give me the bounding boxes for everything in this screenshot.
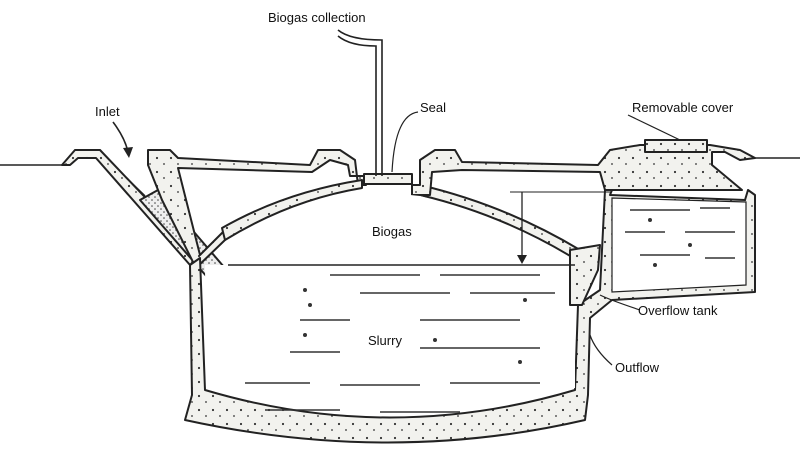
overflow-tank-leader xyxy=(599,294,641,311)
label-outflow: Outflow xyxy=(615,360,660,375)
label-removable-cover: Removable cover xyxy=(632,100,734,115)
overflow-tank-interior xyxy=(611,197,747,293)
outflow-leader xyxy=(589,334,613,366)
slurry-marks xyxy=(245,207,735,413)
inlet-arrow xyxy=(112,121,129,153)
cover-leader xyxy=(627,114,681,141)
left-top-slab xyxy=(147,149,367,269)
label-seal: Seal xyxy=(420,100,446,115)
biogas-collection-pipe xyxy=(337,29,383,176)
label-slurry: Slurry xyxy=(368,333,402,348)
digester-interior xyxy=(205,265,575,414)
arrow-head xyxy=(517,255,527,264)
slurry-dots xyxy=(303,218,692,364)
label-biogas-collection: Biogas collection xyxy=(268,10,366,25)
gas-space xyxy=(228,190,575,262)
displacement-baffle xyxy=(569,244,601,306)
dome-left xyxy=(221,179,363,241)
seal xyxy=(363,173,413,185)
seal-leader xyxy=(391,111,419,173)
label-overflow-tank: Overflow tank xyxy=(638,303,718,318)
removable-cover xyxy=(644,139,708,153)
label-inlet: Inlet xyxy=(95,104,120,119)
right-top-slab xyxy=(411,144,756,196)
label-biogas: Biogas xyxy=(372,224,412,239)
inlet-arrow-head xyxy=(123,147,133,158)
